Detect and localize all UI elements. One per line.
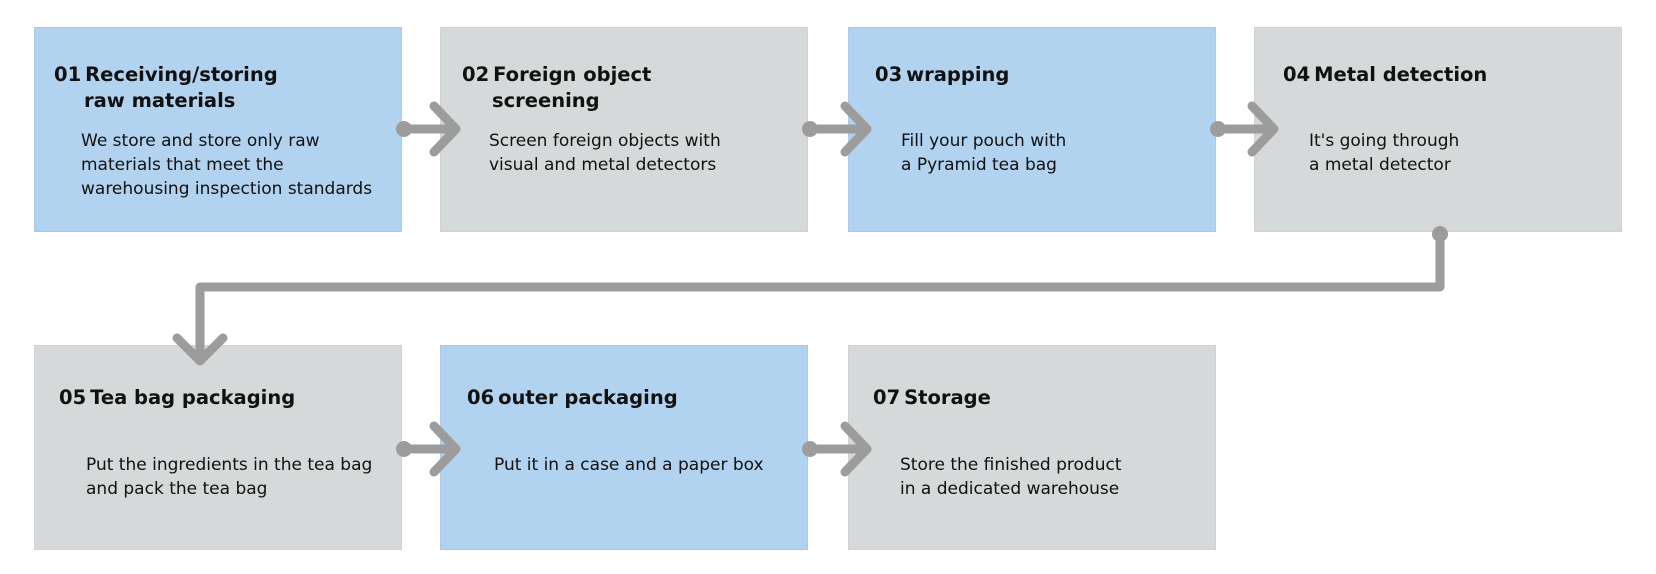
- step-02-description: Screen foreign objects with visual and m…: [489, 131, 721, 175]
- step-01-number: 01: [54, 63, 82, 86]
- step-03-description: Fill your pouch with a Pyramid tea bag: [901, 131, 1067, 175]
- step-01-title-line1: Receiving/storing: [85, 63, 278, 86]
- step-07-number: 07: [873, 386, 901, 409]
- step-01-title-line2: raw materials: [84, 89, 236, 112]
- step-07-title-line1: Storage: [904, 386, 991, 409]
- step-01-description: We store and store only raw materials th…: [81, 131, 373, 199]
- step-07-description: Store the finished product in a dedicate…: [900, 455, 1122, 499]
- step-05-title-line1: Tea bag packaging: [90, 386, 296, 409]
- step-05-number: 05: [59, 386, 87, 409]
- step-03-number: 03: [875, 63, 903, 86]
- step-06-description: Put it in a case and a paper box: [494, 455, 764, 475]
- step-02-title-line1: Foreign object: [493, 63, 652, 86]
- arrow-04-to-05: [172, 229, 1445, 366]
- step-04-title-line1: Metal detection: [1314, 63, 1488, 86]
- step-04-description: It's going through a metal detector: [1309, 131, 1460, 175]
- step-04-number: 04: [1283, 63, 1311, 86]
- step-06-number: 06: [467, 386, 495, 409]
- step-05-description: Put the ingredients in the tea bag and p…: [86, 455, 373, 499]
- step-06-title-line1: outer packaging: [498, 386, 678, 409]
- step-02-title-line2: screening: [492, 89, 600, 112]
- step-03-title-line1: wrapping: [906, 63, 1010, 86]
- step-02-number: 02: [462, 63, 490, 86]
